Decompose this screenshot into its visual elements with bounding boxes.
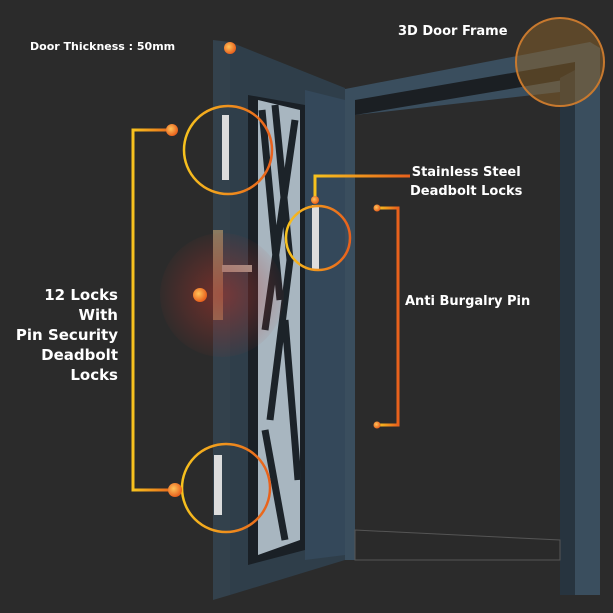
callout-lines (131, 46, 410, 492)
door-frame-label: 3D Door Frame (398, 24, 508, 39)
stainless-line-2: Deadbolt Locks (410, 184, 523, 199)
locks-line-1: 12 Locks With (44, 286, 118, 324)
stainless-line-1: Stainless Steel (411, 165, 521, 180)
locks-label: 12 Locks With Pin Security Deadbolt Lock… (0, 285, 118, 385)
locks-line-4: Locks (70, 366, 118, 384)
callout-dots (166, 42, 381, 497)
bottom-lock-circle (180, 442, 272, 534)
locks-highlight-circle (160, 233, 284, 357)
stainless-deadbolt-label: Stainless Steel Deadbolt Locks (410, 163, 522, 201)
locks-line-3: Deadbolt (41, 346, 118, 364)
door-thickness-label: Door Thickness : 50mm (30, 40, 176, 53)
locks-line-2: Pin Security (15, 326, 118, 344)
deadbolt-circle (284, 204, 352, 272)
door-frame (340, 42, 600, 595)
frame-circle (515, 17, 605, 107)
top-lock-circle (182, 104, 274, 196)
anti-burglary-label: Anti Burgalry Pin (405, 294, 531, 309)
